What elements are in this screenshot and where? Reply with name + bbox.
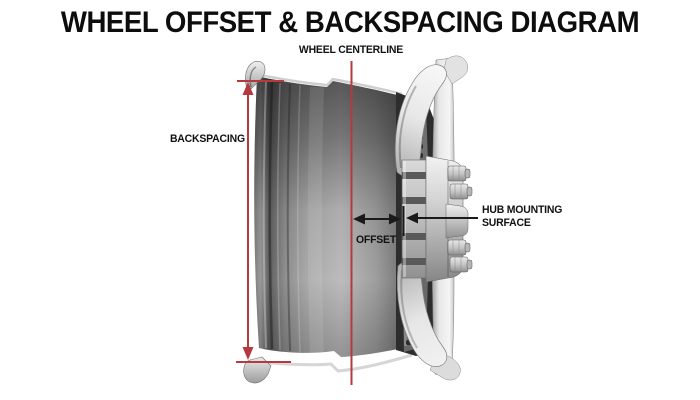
lug-stud bbox=[447, 239, 471, 256]
hub-mounting-surface-label: HUB MOUNTING SURFACE bbox=[482, 204, 562, 229]
wheel-barrel-shading bbox=[254, 76, 420, 357]
wheel-centerline-label: WHEEL CENTERLINE bbox=[298, 44, 404, 56]
rim-flange-lip-top bbox=[245, 61, 266, 90]
lip-top-accent bbox=[249, 66, 257, 88]
hub-mounting-label-line1: HUB MOUNTING bbox=[482, 204, 563, 216]
hub-center-ring bbox=[445, 203, 469, 239]
offset-dimension-arrow bbox=[353, 213, 401, 225]
rim-bottom-edge-strip bbox=[249, 353, 413, 373]
offset-label: OFFSET bbox=[355, 234, 397, 246]
rim-top-edge-strip bbox=[256, 72, 403, 96]
barrel-streaks bbox=[262, 79, 324, 355]
spoke-top-accent bbox=[398, 85, 417, 169]
lug-stud bbox=[449, 183, 473, 200]
rim-flange-lip-bottom bbox=[243, 356, 272, 384]
diagram-title: WHEEL OFFSET & BACKSPACING DIAGRAM bbox=[60, 6, 640, 39]
hub-mounting-label-line2: SURFACE bbox=[482, 216, 531, 229]
spoke-bottom-accent bbox=[400, 269, 418, 349]
rim-flange-hook-top bbox=[443, 55, 469, 85]
backspacing-dimension-arrow bbox=[236, 80, 291, 363]
lug-stud bbox=[447, 165, 471, 182]
backspacing-label: BACKSPACING bbox=[170, 133, 245, 145]
hub-mounting-pointer-line bbox=[406, 212, 478, 224]
lug-stud bbox=[449, 256, 473, 273]
lug-studs bbox=[447, 165, 473, 273]
